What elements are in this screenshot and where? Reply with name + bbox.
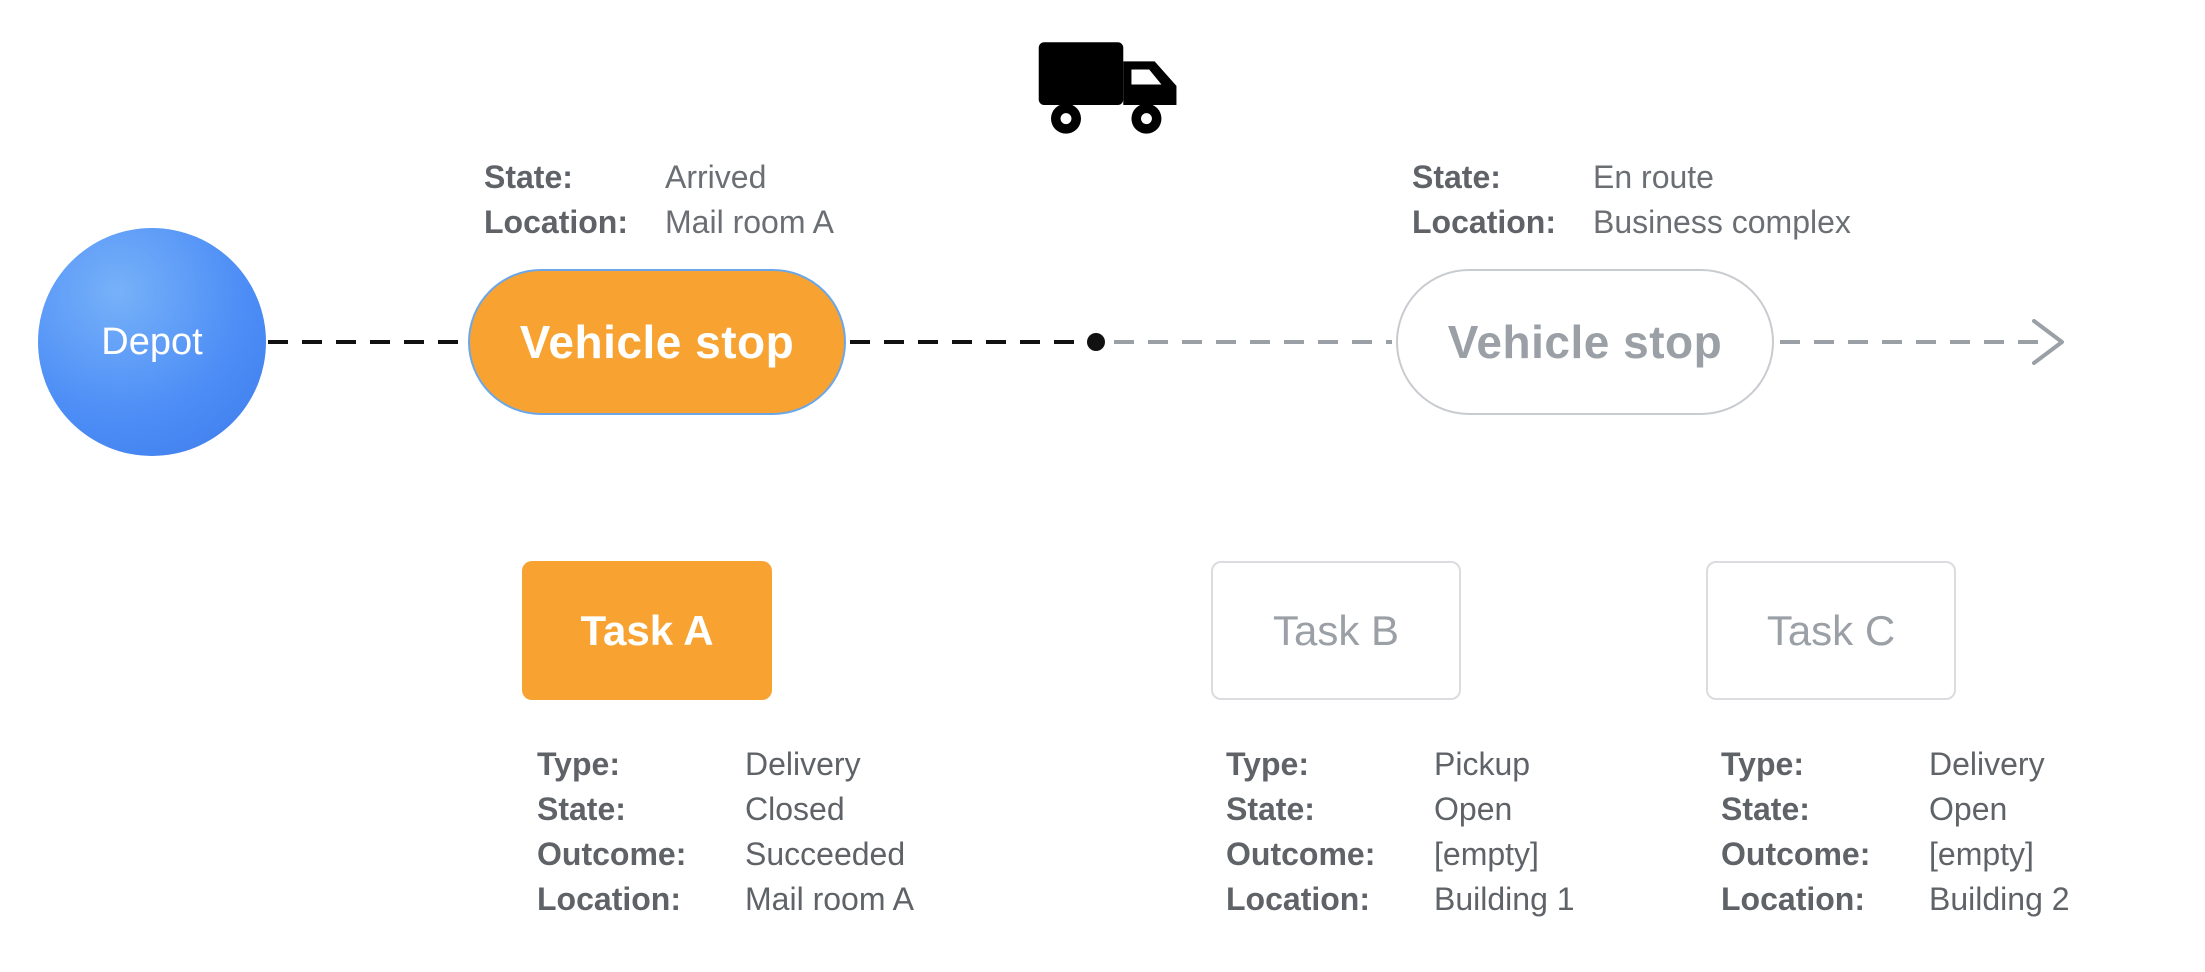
task-c-state-label: State: <box>1721 791 1810 827</box>
task-b-type-value: Pickup <box>1434 746 1531 782</box>
task-b-type-row: Type: Pickup <box>1226 742 1575 787</box>
task-c-details: Type: Delivery State: Open Outcome: [emp… <box>1721 742 2070 922</box>
task-b-outcome-row: Outcome: [empty] <box>1226 832 1575 877</box>
vehicle-stop-1-label: Vehicle stop <box>519 316 795 368</box>
task-b-state-row: State: Open <box>1226 787 1575 832</box>
task-c-outcome-value: [empty] <box>1929 836 2034 872</box>
task-b-outcome-value: [empty] <box>1434 836 1539 872</box>
task-a-label: Task A <box>580 606 714 654</box>
stop2-state-label: State: <box>1412 159 1501 195</box>
task-c-label: Task C <box>1766 606 1896 654</box>
stop2-location-value: Business complex <box>1593 204 1851 240</box>
task-a-state-value: Closed <box>745 791 845 827</box>
task-b-outcome-label: Outcome: <box>1226 836 1376 872</box>
stop1-location-label: Location: <box>484 204 628 240</box>
task-b-type-label: Type: <box>1226 746 1309 782</box>
task-a-type-label: Type: <box>537 746 620 782</box>
task-b-details: Type: Pickup State: Open Outcome: [empty… <box>1226 742 1575 922</box>
stop1-state-row: State: Arrived <box>484 155 834 200</box>
task-b-card: Task B <box>1211 561 1461 700</box>
task-a-details: Type: Delivery State: Closed Outcome: Su… <box>537 742 914 922</box>
stop2-state-row: State: En route <box>1412 155 1851 200</box>
task-a-location-label: Location: <box>537 881 681 917</box>
task-a-card: Task A <box>522 561 772 700</box>
task-b-state-label: State: <box>1226 791 1315 827</box>
depot-node: Depot <box>38 228 266 456</box>
task-c-outcome-label: Outcome: <box>1721 836 1871 872</box>
truck-glyph <box>1038 42 1177 134</box>
task-a-state-row: State: Closed <box>537 787 914 832</box>
delivery-truck-icon <box>1036 36 1186 144</box>
task-a-type-row: Type: Delivery <box>537 742 914 787</box>
task-c-type-row: Type: Delivery <box>1721 742 2070 787</box>
task-c-state-value: Open <box>1929 791 2008 827</box>
task-a-outcome-label: Outcome: <box>537 836 687 872</box>
vehicle-stop-2-info: State: En route Location: Business compl… <box>1412 155 1851 245</box>
stop2-state-value: En route <box>1593 159 1714 195</box>
stop2-location-row: Location: Business complex <box>1412 200 1851 245</box>
stop1-location-value: Mail room A <box>665 204 834 240</box>
task-c-type-value: Delivery <box>1929 746 2045 782</box>
task-a-outcome-value: Succeeded <box>745 836 906 872</box>
task-c-type-label: Type: <box>1721 746 1804 782</box>
stop1-state-value: Arrived <box>665 159 767 195</box>
task-b-location-row: Location: Building 1 <box>1226 877 1575 922</box>
stop1-state-label: State: <box>484 159 573 195</box>
depot-label: Depot <box>101 320 203 363</box>
vehicle-stop-1-info: State: Arrived Location: Mail room A <box>484 155 834 245</box>
task-c-location-label: Location: <box>1721 881 1865 917</box>
route-arrow-icon <box>2032 319 2064 365</box>
stop1-location-row: Location: Mail room A <box>484 200 834 245</box>
task-a-location-value: Mail room A <box>745 881 914 917</box>
task-b-location-label: Location: <box>1226 881 1370 917</box>
task-c-outcome-row: Outcome: [empty] <box>1721 832 2070 877</box>
vehicle-stop-1-node: Vehicle stop <box>468 269 846 415</box>
task-a-type-value: Delivery <box>745 746 861 782</box>
progress-dot <box>1087 333 1105 351</box>
task-c-state-row: State: Open <box>1721 787 2070 832</box>
task-b-label: Task B <box>1272 606 1400 654</box>
stop2-location-label: Location: <box>1412 204 1556 240</box>
task-a-location-row: Location: Mail room A <box>537 877 914 922</box>
vehicle-stop-2-node: Vehicle stop <box>1396 269 1774 415</box>
task-b-state-value: Open <box>1434 791 1513 827</box>
task-a-state-label: State: <box>537 791 626 827</box>
task-c-location-row: Location: Building 2 <box>1721 877 2070 922</box>
task-b-location-value: Building 1 <box>1434 881 1575 917</box>
task-c-card: Task C <box>1706 561 1956 700</box>
task-c-location-value: Building 2 <box>1929 881 2070 917</box>
task-a-outcome-row: Outcome: Succeeded <box>537 832 914 877</box>
vehicle-stop-2-label: Vehicle stop <box>1447 316 1723 368</box>
